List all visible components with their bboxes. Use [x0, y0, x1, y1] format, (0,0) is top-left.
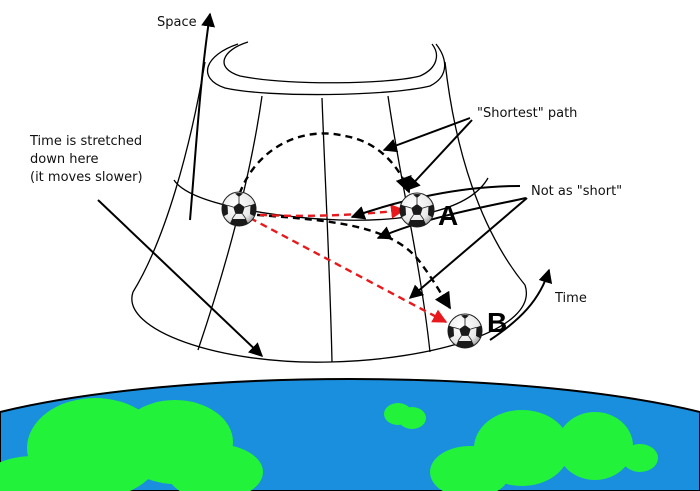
- straight-paths: [247, 204, 448, 324]
- pointer-not-short-3: [408, 197, 528, 299]
- space-axis: [189, 12, 216, 221]
- pointer-shortest-2: [406, 119, 473, 192]
- funnel-bottom-rim: [131, 284, 528, 363]
- time-axis-label: Time: [555, 291, 587, 306]
- earth-land: [0, 398, 658, 491]
- stretched-label-line1: Time is stretched: [30, 134, 143, 149]
- pointer-not-short-1: [350, 185, 521, 220]
- red-path-to-b: [249, 216, 448, 324]
- funnel-left-edge: [132, 61, 206, 293]
- curved-paths: [234, 132, 452, 310]
- funnel-top-rim: [206, 43, 446, 96]
- earth: [0, 378, 700, 491]
- spacetime-funnel: [131, 41, 528, 363]
- not-as-short-label: Not as "short": [531, 184, 623, 199]
- stretched-label-line3: (it moves slower): [30, 170, 143, 185]
- space-axis-label: Space: [157, 15, 197, 30]
- funnel-right-edge: [444, 61, 526, 286]
- soccer-ball-icon: [221, 191, 257, 227]
- pointer-stretched: [97, 199, 264, 357]
- soccer-ball-icon: [447, 313, 483, 349]
- pointer-shortest-1: [382, 117, 471, 153]
- time-axis: [489, 268, 553, 341]
- soccer-ball-icon: [399, 192, 435, 228]
- point-a-label: A: [438, 200, 459, 231]
- curved-path-low: [244, 212, 452, 310]
- annotation-arrows: [97, 117, 528, 357]
- red-path-to-a: [247, 204, 406, 219]
- curved-path-high: [234, 132, 412, 206]
- pointer-not-short-2: [376, 197, 527, 240]
- stretched-label-line2: down here: [30, 152, 99, 167]
- shortest-path-label: "Shortest" path: [477, 106, 578, 121]
- axes: [189, 12, 553, 341]
- point-b-label: B: [487, 307, 508, 338]
